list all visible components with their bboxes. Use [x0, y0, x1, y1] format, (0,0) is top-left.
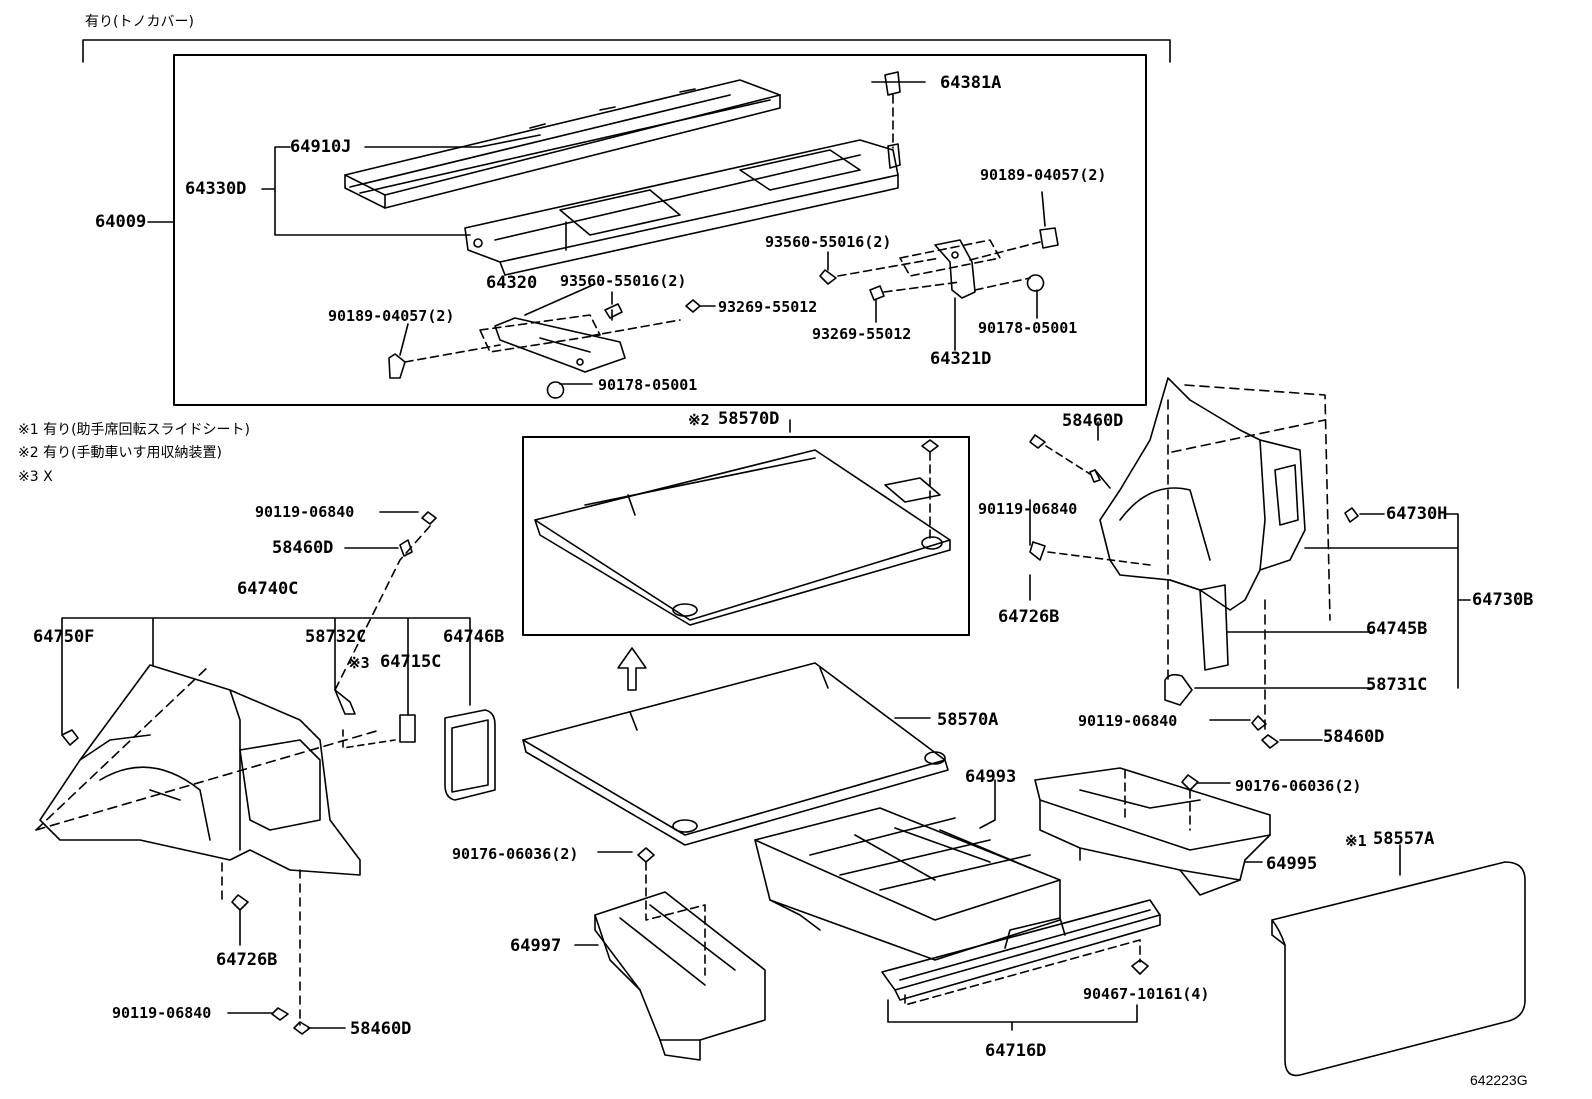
bracket-64321D-shape — [934, 239, 976, 299]
note-mark-58570D: ※2 — [688, 411, 710, 429]
note-2: ※2 有り(手動車いす用収納装置) — [18, 445, 223, 461]
deck-board-58570A-shape — [522, 662, 949, 846]
scuff-plate-64716D-shape — [881, 899, 1161, 1001]
note-3: ※3 X — [18, 469, 53, 485]
part-label-93269-55012-right[interactable]: 93269-55012 — [812, 325, 912, 343]
deck-board-58570D-box — [522, 436, 970, 636]
quarter-trim-right-64730B-shape — [1099, 377, 1306, 611]
part-label-90178-05001-left[interactable]: 90178-05001 — [598, 376, 698, 394]
part-label-90176-06036-right[interactable]: 90176-06036(2) — [1235, 777, 1362, 795]
part-label-90176-06036-left[interactable]: 90176-06036(2) — [452, 845, 579, 863]
part-label-64997[interactable]: 64997 — [510, 936, 562, 956]
part-label-64716D[interactable]: 64716D — [985, 1041, 1047, 1061]
part-label-90119-06840-left-top[interactable]: 90119-06840 — [255, 503, 355, 521]
part-label-90119-06840-left-bottom[interactable]: 90119-06840 — [112, 1004, 212, 1022]
quarter-trim-left-64740C-shape — [39, 664, 361, 876]
part-label-93269-55012-left[interactable]: 93269-55012 — [718, 298, 818, 316]
part-label-64740C[interactable]: 64740C — [237, 579, 299, 599]
part-label-58460D-mid-right[interactable]: 58460D — [1323, 727, 1385, 747]
mat-58557A-shape — [1271, 861, 1526, 1077]
part-label-93560-55016-right[interactable]: 93560-55016(2) — [765, 233, 892, 251]
part-label-64009[interactable]: 64009 — [95, 212, 147, 232]
up-arrow — [617, 647, 647, 691]
clip-64381A-shape — [884, 71, 901, 96]
part-label-58460D-left-top[interactable]: 58460D — [272, 538, 334, 558]
part-label-64746B[interactable]: 64746B — [443, 627, 505, 647]
storage-box-64997-shape — [594, 891, 766, 1061]
header-bracket — [82, 39, 1171, 63]
header-note: 有り(トノカバー) — [85, 14, 194, 30]
part-label-90467-10161[interactable]: 90467-10161(4) — [1083, 985, 1210, 1003]
part-label-64330D[interactable]: 64330D — [185, 179, 247, 199]
deck-board-58570D-shape — [534, 449, 951, 626]
part-label-93560-55016-left[interactable]: 93560-55016(2) — [560, 272, 687, 290]
part-label-64750F[interactable]: 64750F — [33, 627, 95, 647]
part-label-64726B-right[interactable]: 64726B — [998, 607, 1060, 627]
part-label-58557A[interactable]: 58557A — [1373, 829, 1435, 849]
part-label-64745B[interactable]: 64745B — [1366, 619, 1428, 639]
part-label-64730B[interactable]: 64730B — [1472, 590, 1534, 610]
tonneau-cover-64330D-shape — [464, 139, 899, 276]
part-label-64730H[interactable]: 64730H — [1386, 504, 1448, 524]
part-label-58460D-top-right[interactable]: 58460D — [1062, 411, 1124, 431]
note-mark-64715C: ※3 — [348, 654, 370, 672]
note-mark-58557A: ※1 — [1345, 832, 1367, 850]
rail-64910J-shape — [344, 79, 781, 209]
bracket-64320-shape — [494, 317, 626, 373]
part-label-58732C[interactable]: 58732C — [305, 627, 367, 647]
part-label-64995[interactable]: 64995 — [1266, 854, 1318, 874]
part-label-64726B-left[interactable]: 64726B — [216, 950, 278, 970]
part-label-64910J[interactable]: 64910J — [290, 137, 352, 157]
tray-64993-shape — [754, 807, 1061, 961]
part-label-90189-04057-left[interactable]: 90189-04057(2) — [328, 307, 455, 325]
part-label-90189-04057-right[interactable]: 90189-04057(2) — [980, 166, 1107, 184]
figure-number: 642223G — [1470, 1072, 1528, 1088]
part-label-64320[interactable]: 64320 — [486, 273, 538, 293]
part-label-58460D-left-bottom[interactable]: 58460D — [350, 1019, 412, 1039]
tonneau-group-box — [173, 54, 1147, 406]
note-1: ※1 有り(助手席回転スライドシート) — [18, 422, 251, 438]
part-label-58570A[interactable]: 58570A — [937, 710, 999, 730]
part-label-58731C[interactable]: 58731C — [1366, 675, 1428, 695]
part-label-64321D[interactable]: 64321D — [930, 349, 992, 369]
part-label-90119-06840-mid-right[interactable]: 90119-06840 — [1078, 712, 1178, 730]
storage-box-64995-shape — [1034, 767, 1271, 896]
part-label-64381A[interactable]: 64381A — [940, 73, 1002, 93]
part-label-64715C[interactable]: 64715C — [380, 652, 442, 672]
part-label-90119-06840-top-right[interactable]: 90119-06840 — [978, 500, 1078, 518]
part-label-58570D[interactable]: 58570D — [718, 409, 780, 429]
part-label-64993[interactable]: 64993 — [965, 767, 1017, 787]
part-label-90178-05001-right[interactable]: 90178-05001 — [978, 319, 1078, 337]
